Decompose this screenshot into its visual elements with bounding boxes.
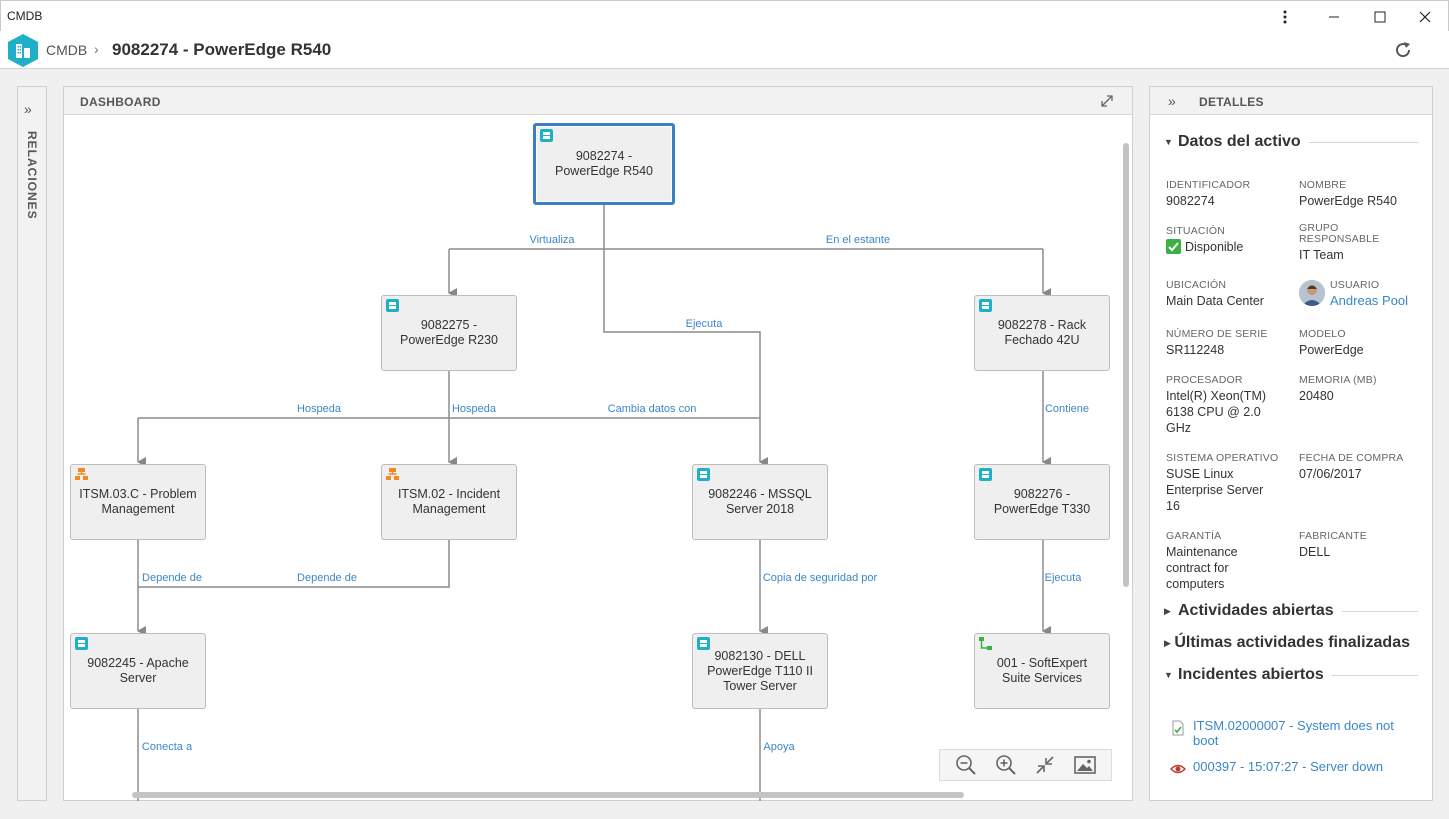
relations-label: RELACIONES xyxy=(25,131,39,220)
field-name: NOMBRE PowerEdge R540 xyxy=(1299,179,1397,209)
graph-node-r230[interactable]: 9082275 - PowerEdge R230 xyxy=(381,295,517,371)
fit-to-screen-icon[interactable] xyxy=(1033,753,1057,777)
refresh-icon[interactable] xyxy=(1393,40,1413,60)
edge-label: Conecta a xyxy=(141,741,193,753)
server-icon xyxy=(386,299,399,312)
field-model: MODELO PowerEdge xyxy=(1299,328,1364,358)
window-title: CMDB xyxy=(7,9,43,23)
minimize-icon[interactable] xyxy=(1311,1,1357,32)
server-icon xyxy=(979,299,992,312)
graph-node-t110[interactable]: 9082130 - DELL PowerEdge T110 II Tower S… xyxy=(692,633,828,709)
field-responsible-group: GRUPO RESPONSABLE IT Team xyxy=(1299,222,1380,263)
edge-label: Cambia datos con xyxy=(607,403,697,415)
zoom-toolbar xyxy=(939,749,1112,781)
service-icon xyxy=(979,637,992,650)
relationship-graph[interactable]: Virtualiza En el estante Ejecuta Hospeda… xyxy=(64,115,1132,801)
graph-node-mssql[interactable]: 9082246 - MSSQL Server 2018 xyxy=(692,464,828,540)
field-status: SITUACIÓN Disponible xyxy=(1166,225,1244,254)
details-header: » DETALLES xyxy=(1150,87,1432,115)
breadcrumb-root[interactable]: CMDB xyxy=(46,42,88,58)
field-location: UBICACIÓN Main Data Center xyxy=(1166,279,1264,309)
server-icon xyxy=(979,468,992,481)
graph-node-t330[interactable]: 9082276 - PowerEdge T330 xyxy=(974,464,1110,540)
section-open-activities[interactable]: ▶ Actividades abiertas xyxy=(1164,601,1418,621)
incident-link[interactable]: ITSM.02000007 - System does not boot xyxy=(1170,718,1420,748)
graph-node-problem[interactable]: ITSM.03.C - Problem Management xyxy=(70,464,206,540)
section-finished-activities[interactable]: ▶ Últimas actividades finalizadas xyxy=(1164,634,1410,651)
breadcrumb-separator: › xyxy=(94,41,99,57)
edge-label: Depende de xyxy=(142,572,202,584)
process-icon xyxy=(75,468,88,480)
field-warranty: GARANTÍA Maintenance contract for comput… xyxy=(1166,530,1238,592)
field-identifier: IDENTIFICADOR 9082274 xyxy=(1166,179,1251,209)
section-asset-data[interactable]: ▼ Datos del activo xyxy=(1164,132,1418,152)
edge-label: Hospeda xyxy=(451,403,497,415)
field-operating-system: SISTEMA OPERATIVO SUSE Linux Enterprise … xyxy=(1166,452,1279,514)
export-image-icon[interactable] xyxy=(1073,753,1097,777)
cmdb-logo-icon xyxy=(8,34,38,67)
details-title: DETALLES xyxy=(1199,95,1264,109)
caret-right-icon: ▶ xyxy=(1164,637,1171,648)
server-icon xyxy=(75,637,88,650)
field-manufacturer: FABRICANTE DELL xyxy=(1299,530,1367,560)
edge-label: Contiene xyxy=(1044,403,1090,415)
avatar xyxy=(1299,280,1325,306)
page-title: 9082274 - PowerEdge R540 xyxy=(112,40,332,59)
fullscreen-icon[interactable] xyxy=(1100,94,1114,108)
caret-down-icon: ▼ xyxy=(1164,137,1173,147)
graph-edges xyxy=(137,205,1051,801)
edge-label: Apoya xyxy=(763,741,795,753)
edge-label: En el estante xyxy=(825,234,891,246)
details-panel: » DETALLES ▼ Datos del activo IDENTIFICA… xyxy=(1149,86,1433,801)
check-icon xyxy=(1166,239,1181,254)
caret-right-icon: ▶ xyxy=(1164,605,1171,616)
user-link[interactable]: Andreas Pool xyxy=(1330,293,1409,308)
close-icon[interactable] xyxy=(1402,1,1448,32)
field-processor: PROCESADOR Intel(R) Xeon(TM) 6138 CPU @ … xyxy=(1166,374,1267,436)
edge-label: Ejecuta xyxy=(1044,572,1082,584)
graph-node-rack[interactable]: 9082278 - Rack Fechado 42U xyxy=(974,295,1110,371)
field-user: USUARIO Andreas Pool xyxy=(1299,280,1427,309)
server-icon xyxy=(697,637,710,650)
graph-node-suite[interactable]: 001 - SoftExpert Suite Services xyxy=(974,633,1110,709)
zoom-in-icon[interactable] xyxy=(994,753,1018,777)
horizontal-scrollbar[interactable] xyxy=(132,792,964,798)
server-icon xyxy=(697,468,710,481)
field-serial-number: NÚMERO DE SERIE SR112248 xyxy=(1166,328,1268,358)
incident-link[interactable]: 000397 - 15:07:27 - Server down xyxy=(1170,759,1420,774)
vertical-scrollbar[interactable] xyxy=(1123,143,1129,587)
maximize-icon[interactable] xyxy=(1357,1,1403,32)
caret-down-icon: ▼ xyxy=(1164,670,1173,680)
edge-label: Hospeda xyxy=(296,403,342,415)
server-icon xyxy=(540,129,553,142)
status-value: Disponible xyxy=(1185,240,1244,254)
app-header: CMDB › 9082274 - PowerEdge R540 xyxy=(0,31,1449,69)
edge-label: Ejecuta xyxy=(685,318,723,330)
field-memory: MEMORIA (MB) 20480 xyxy=(1299,374,1377,404)
relations-panel[interactable]: » RELACIONES xyxy=(17,86,47,801)
graph-node-apache[interactable]: 9082245 - Apache Server xyxy=(70,633,206,709)
edge-label: Copia de seguridad por xyxy=(762,572,878,584)
edge-label: Depende de xyxy=(297,572,357,584)
graph-node-root[interactable]: 9082274 - PowerEdge R540 xyxy=(533,123,675,205)
dashboard-header: DASHBOARD xyxy=(64,87,1132,115)
document-icon xyxy=(1172,720,1184,736)
section-open-incidents[interactable]: ▼ Incidentes abiertos xyxy=(1164,665,1418,685)
field-purchase-date: FECHA DE COMPRA 07/06/2017 xyxy=(1299,452,1404,482)
edge-label: Virtualiza xyxy=(529,234,575,246)
expand-panel-icon[interactable]: » xyxy=(24,101,32,117)
dashboard-panel: DASHBOARD xyxy=(63,86,1133,801)
zoom-out-icon[interactable] xyxy=(954,753,978,777)
collapse-panel-icon[interactable]: » xyxy=(1168,93,1176,109)
kebab-icon[interactable] xyxy=(1262,1,1308,32)
window-title-bar: CMDB xyxy=(0,0,1449,31)
eye-icon xyxy=(1170,764,1186,774)
graph-node-incident[interactable]: ITSM.02 - Incident Management xyxy=(381,464,517,540)
dashboard-title: DASHBOARD xyxy=(80,95,161,109)
process-icon xyxy=(386,468,399,480)
